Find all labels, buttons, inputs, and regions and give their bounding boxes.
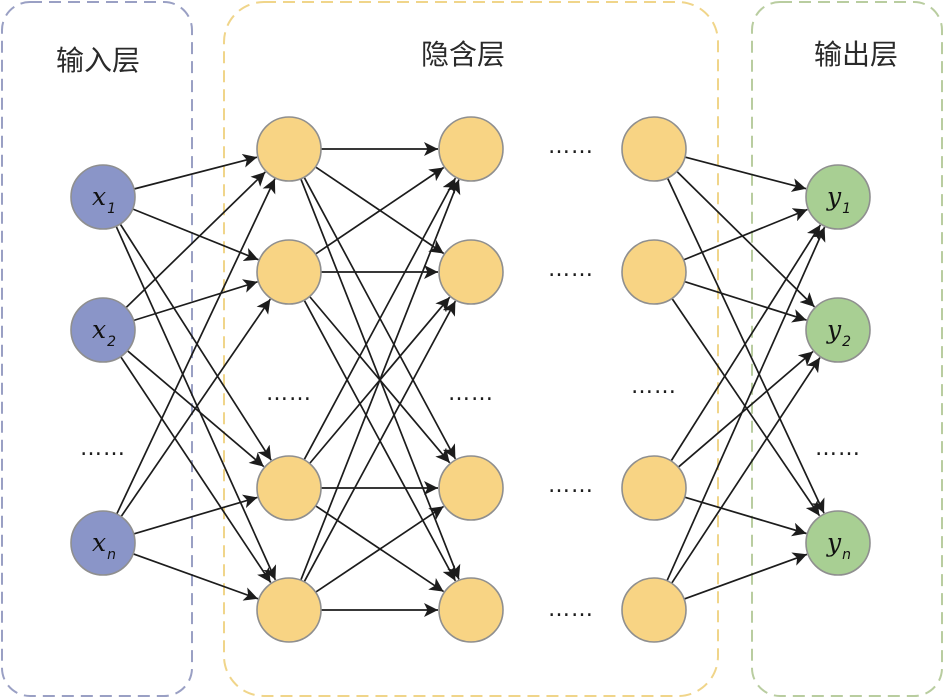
input-node-1-circle [70,164,136,230]
hidden-node-c1-1-circle [256,116,322,182]
ellipsis-input: …… [80,436,126,461]
edge-input-1-hidden1-0 [125,171,266,309]
input-layer-title: 输入层 [56,44,140,77]
hidden-node-c2-1 [438,116,504,182]
hidden-node-c3-1-circle [621,116,687,182]
output-layer-title: 输出层 [814,38,898,71]
hidden-node-c2-3-circle [438,455,504,521]
input-node-1-subscript: 1 [107,201,116,217]
hidden-node-c3-2-circle [621,239,687,305]
output-node-2: y2 [805,297,871,363]
output-node-2-circle [805,297,871,363]
edge-input-2-hidden1-0 [115,178,276,515]
edge-hidden1-1-hidden2-0 [315,166,445,255]
input-node-3-circle [70,510,136,576]
output-node-3-subscript: n [842,547,851,563]
output-layer-panel [751,1,943,697]
edge-hidden1-2-hidden2-0 [303,177,457,461]
edge-hidden3-0-output-0 [684,156,807,192]
input-layer-panel [1,1,193,697]
hidden-node-c2-4 [438,577,504,643]
ellipsis-hidden-col2: …… [448,381,494,406]
edge-hidden1-3-hidden2-2 [315,505,445,593]
output-node-2-subscript: 2 [842,334,851,350]
hidden-node-c3-4 [621,577,687,643]
network-nodes: x1 x2 xn y1 y2 yn [70,116,871,643]
ellipsis-hidden-col1: …… [266,381,312,406]
ellipsis-row3: …… [548,473,594,498]
input-node-2: x2 [70,297,136,363]
hidden-node-c1-3-circle [256,455,322,521]
ellipsis-hidden-col3: …… [631,374,677,399]
edge-hidden3-1-output-2 [671,298,821,517]
hidden-node-c2-4-circle [438,577,504,643]
input-node-3-subscript: n [107,547,116,563]
hidden-node-c2-2-circle [438,239,504,305]
edge-hidden3-3-output-2 [683,552,808,600]
hidden-node-c2-1-circle [438,116,504,182]
edge-hidden1-3-hidden2-1 [303,300,457,583]
edge-input-2-hidden1-2 [133,494,258,535]
edge-hidden3-1-output-1 [684,280,807,323]
ellipsis-output: …… [815,436,861,461]
hidden-node-c1-2 [256,239,322,305]
output-node-1: y1 [805,164,871,230]
hidden-node-c2-3 [438,455,504,521]
output-node-1-circle [805,164,871,230]
hidden-node-c3-4-circle [621,577,687,643]
edge-hidden3-2-output-1 [677,350,814,468]
hidden-node-c3-3-circle [621,455,687,521]
hidden-node-c2-2 [438,239,504,305]
edge-hidden3-3-output-1 [670,357,821,584]
edge-hidden3-2-output-0 [670,224,822,462]
edge-input-2-hidden1-1 [120,298,272,518]
edge-hidden3-1-output-0 [683,208,808,261]
edge-input-0-hidden1-0 [133,153,258,190]
input-node-2-circle [70,297,136,363]
hidden-layer-panel [223,1,719,697]
edge-hidden3-3-output-0 [666,226,826,582]
hidden-node-c3-3 [621,455,687,521]
output-node-3-circle [805,510,871,576]
edge-hidden3-0-output-2 [666,177,825,514]
hidden-layer-title: 隐含层 [421,38,505,71]
edge-input-0-hidden1-2 [119,223,272,461]
input-node-3: xn [70,510,136,576]
edge-input-1-hidden1-1 [133,279,258,322]
ellipsis-markers: …… …… …… …… …… …… …… …… …… [80,134,861,622]
hidden-node-c3-2 [621,239,687,305]
hidden-node-c3-1 [621,116,687,182]
ellipsis-row4: …… [548,597,594,622]
edge-hidden3-2-output-2 [684,496,807,537]
hidden-node-c1-4-circle [256,577,322,643]
hidden-node-c1-4 [256,577,322,643]
edge-input-1-hidden1-3 [119,356,272,583]
ellipsis-row2: …… [548,257,594,282]
edge-hidden3-0-output-1 [676,170,816,308]
edge-input-2-hidden1-3 [132,553,259,601]
output-node-3: yn [805,510,871,576]
output-node-1-subscript: 1 [842,201,851,217]
hidden-node-c1-1 [256,116,322,182]
input-node-2-subscript: 2 [107,334,116,350]
edge-input-0-hidden1-3 [115,225,277,581]
hidden-node-c1-3 [256,455,322,521]
hidden-node-c1-2-circle [256,239,322,305]
ellipsis-row1: …… [548,134,594,159]
edge-hidden1-3-hidden2-0 [300,179,461,581]
connection-edges [115,142,826,617]
input-node-1: x1 [70,164,136,230]
edge-input-0-hidden1-1 [132,208,259,261]
